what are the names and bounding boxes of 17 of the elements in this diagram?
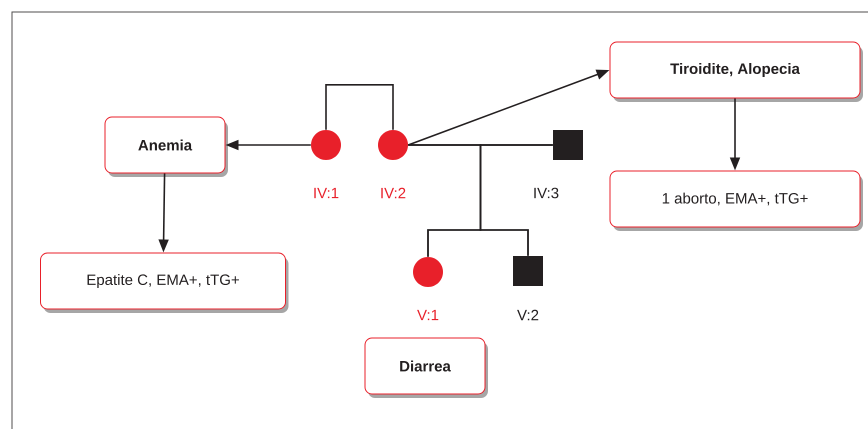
pedigree-line	[325, 84, 394, 130]
text-box: Diarrea	[364, 338, 488, 398]
text-box: Tiroidite, Alopecia	[610, 42, 863, 102]
text-box: 1 aborto, EMA+, tTG+	[610, 170, 863, 231]
generation-label: IV:3	[534, 188, 558, 198]
generation-label: V:2	[517, 310, 538, 320]
affected-square	[513, 256, 543, 286]
generation-label: IV:2	[381, 188, 406, 198]
affected-square	[553, 130, 583, 160]
affected-circle	[378, 130, 408, 160]
affected-circle	[413, 257, 443, 287]
affected-circle	[311, 130, 341, 160]
pedigree-line	[480, 144, 553, 256]
text-box: Anemia	[104, 116, 228, 177]
generation-label: IV:1	[314, 188, 338, 198]
generation-label: V:1	[417, 310, 438, 320]
text-box: Epatite C, EMA+, tTG+	[40, 252, 288, 313]
